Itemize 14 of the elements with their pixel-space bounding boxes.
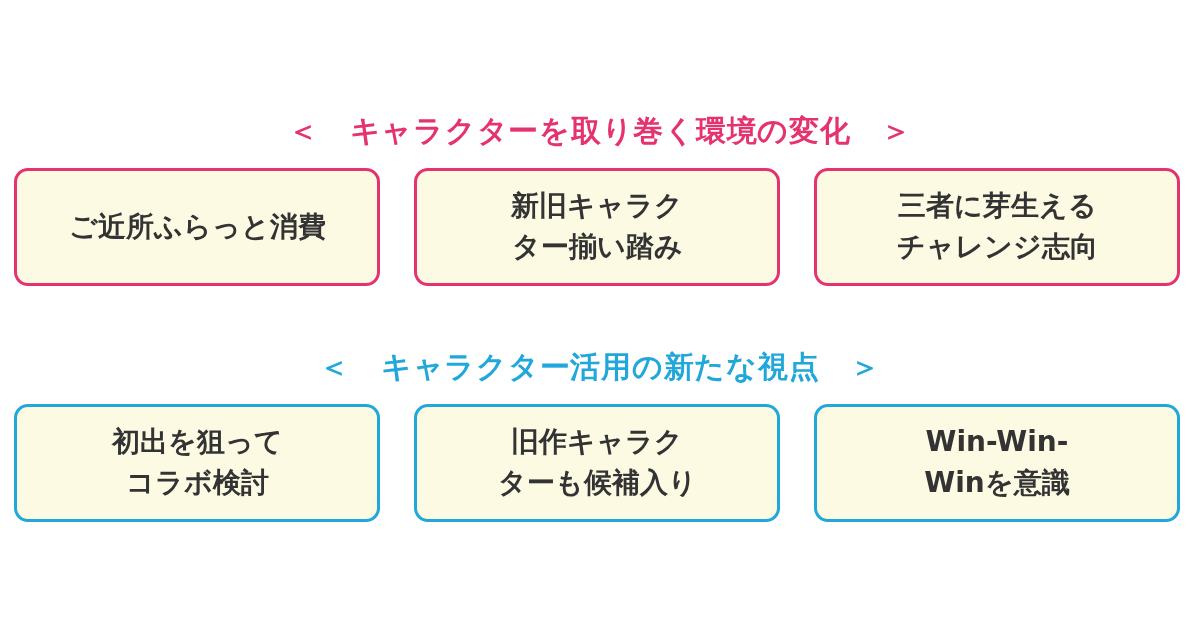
section-heading: ＜ キャラクター活用の新たな視点 ＞: [318, 348, 882, 386]
box-text: 三者に芽生えるチャレンジ志向: [895, 188, 1099, 265]
rounded-box: [414, 404, 780, 522]
box-text: 新旧キャラクター揃い踏み: [510, 188, 684, 265]
rounded-box: [814, 168, 1180, 286]
rounded-box: [14, 168, 380, 286]
rounded-box: [414, 168, 780, 286]
box-text: 初出を狙ってコラボ検討: [110, 424, 284, 501]
rounded-box: [814, 404, 1180, 522]
box-text: Win-Win-Winを意識: [923, 424, 1071, 501]
rounded-box: [14, 404, 380, 522]
box-text: 旧作キャラクターも候補入り: [496, 424, 698, 501]
section-heading: ＜ キャラクターを取り巻く環境の変化 ＞: [287, 112, 913, 150]
box-text: ご近所ふらっと消費: [68, 208, 326, 245]
